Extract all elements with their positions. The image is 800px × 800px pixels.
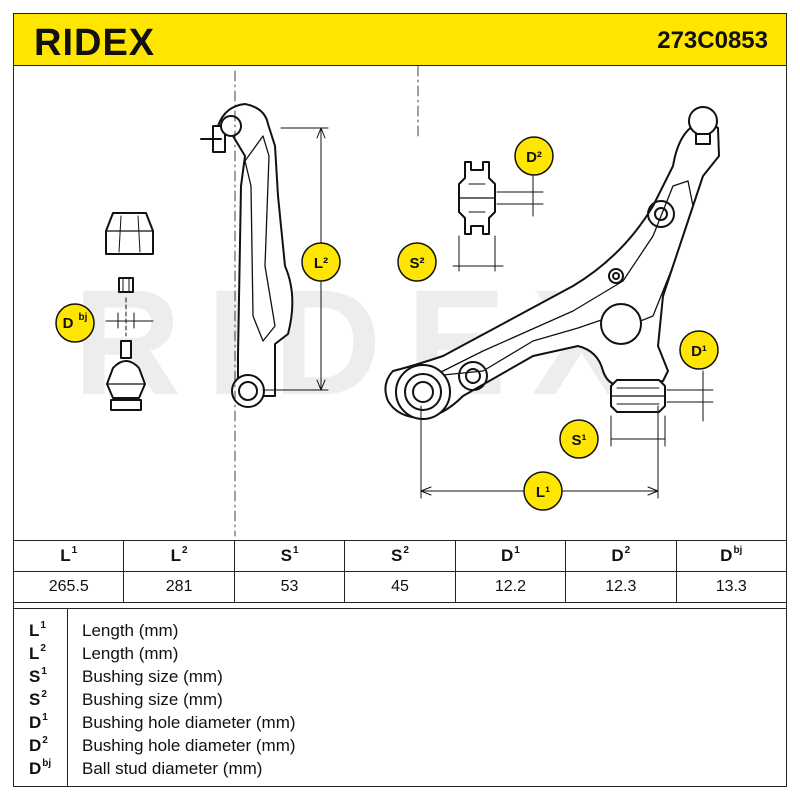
specs-header-s1: S1 xyxy=(233,540,346,572)
specs-value-d2: 12.3 xyxy=(565,571,677,603)
specs-value-l1: 265.5 xyxy=(12,571,125,603)
specs-value-dbj: 13.3 xyxy=(675,571,788,603)
legend-description: Bushing hole diameter (mm) xyxy=(82,713,296,732)
badge-d2: D² xyxy=(514,136,554,176)
legend-description: Bushing size (mm) xyxy=(82,690,223,709)
legend-row: L2 Length (mm) xyxy=(13,643,783,667)
brand-logo: RIDEX xyxy=(34,22,156,64)
legend-symbol: L2 xyxy=(29,643,46,663)
specs-header-l2: L2 xyxy=(123,540,235,572)
badge-dbj-base: D xyxy=(63,315,74,332)
badge-s2-text: S² xyxy=(410,255,425,272)
legend-description: Ball stud diameter (mm) xyxy=(82,759,263,778)
badge-d1-text: D¹ xyxy=(691,343,707,360)
specs-value-s2: 45 xyxy=(344,571,456,603)
legend-symbol: L1 xyxy=(29,620,46,640)
badge-d2-text: D² xyxy=(526,149,542,166)
legend-symbol: D2 xyxy=(29,735,48,755)
ball-joint-part xyxy=(105,297,154,411)
specs-value-d1: 12.2 xyxy=(454,571,567,603)
specs-value-s1: 53 xyxy=(233,571,346,603)
legend-symbol: S2 xyxy=(29,689,47,709)
badge-d1: D¹ xyxy=(679,330,719,370)
specs-header-row: L1 L2 S1 S2 D1 D2 Dbj xyxy=(12,540,788,572)
drawing-svg: D bj L² S² D² D¹ S¹ L¹ xyxy=(55,66,720,537)
legend-symbol: S1 xyxy=(29,666,47,686)
part-number: 273C0853 xyxy=(657,27,768,54)
specs-header-dbj: Dbj xyxy=(675,540,788,572)
arm-side-view xyxy=(200,70,329,537)
badge-s2: S² xyxy=(397,242,437,282)
legend-divider xyxy=(67,609,68,787)
specs-value-l2: 281 xyxy=(123,571,235,603)
legend-description: Length (mm) xyxy=(82,644,179,663)
badge-l1: L¹ xyxy=(523,471,563,511)
legend-description: Bushing size (mm) xyxy=(82,667,223,686)
legend-row: L1 Length (mm) xyxy=(13,620,783,644)
badge-dbj-sup: bj xyxy=(79,312,88,323)
bushing-detail-upper xyxy=(452,161,544,272)
specs-header-l1: L1 xyxy=(12,540,125,572)
dust-boot-part xyxy=(105,212,154,255)
badge-dbj: D bj xyxy=(55,303,95,343)
legend-row: Dbj Ball stud diameter (mm) xyxy=(13,758,783,782)
legend-box: L1 Length (mm) L2 Length (mm) S1 Bushing… xyxy=(13,608,787,787)
specs-value-row: 265.5 281 53 45 12.2 12.3 13.3 xyxy=(12,571,788,603)
legend-row: S1 Bushing size (mm) xyxy=(13,666,783,690)
specs-header-d1: D1 xyxy=(454,540,567,572)
header-bar: RIDEX 273C0853 xyxy=(13,13,787,66)
legend-row: S2 Bushing size (mm) xyxy=(13,689,783,713)
badge-s1: S¹ xyxy=(559,419,599,459)
specs-header-s2: S2 xyxy=(344,540,456,572)
legend-description: Bushing hole diameter (mm) xyxy=(82,736,296,755)
legend-row: D1 Bushing hole diameter (mm) xyxy=(13,712,783,736)
badge-s1-text: S¹ xyxy=(572,432,587,449)
control-arm-main xyxy=(384,106,720,420)
legend-row: D2 Bushing hole diameter (mm) xyxy=(13,735,783,759)
badge-l2: L² xyxy=(301,242,341,282)
badge-l2-text: L² xyxy=(314,255,328,272)
nut-part xyxy=(118,277,134,293)
badge-l1-text: L¹ xyxy=(536,484,550,501)
specs-header-d2: D2 xyxy=(565,540,677,572)
technical-drawing: RIDEX xyxy=(13,66,787,540)
legend-description: Length (mm) xyxy=(82,621,179,640)
legend-symbol: Dbj xyxy=(29,758,52,778)
specs-table: L1 L2 S1 S2 D1 D2 Dbj 265.5 281 53 45 12… xyxy=(12,540,788,603)
legend-symbol: D1 xyxy=(29,712,48,732)
